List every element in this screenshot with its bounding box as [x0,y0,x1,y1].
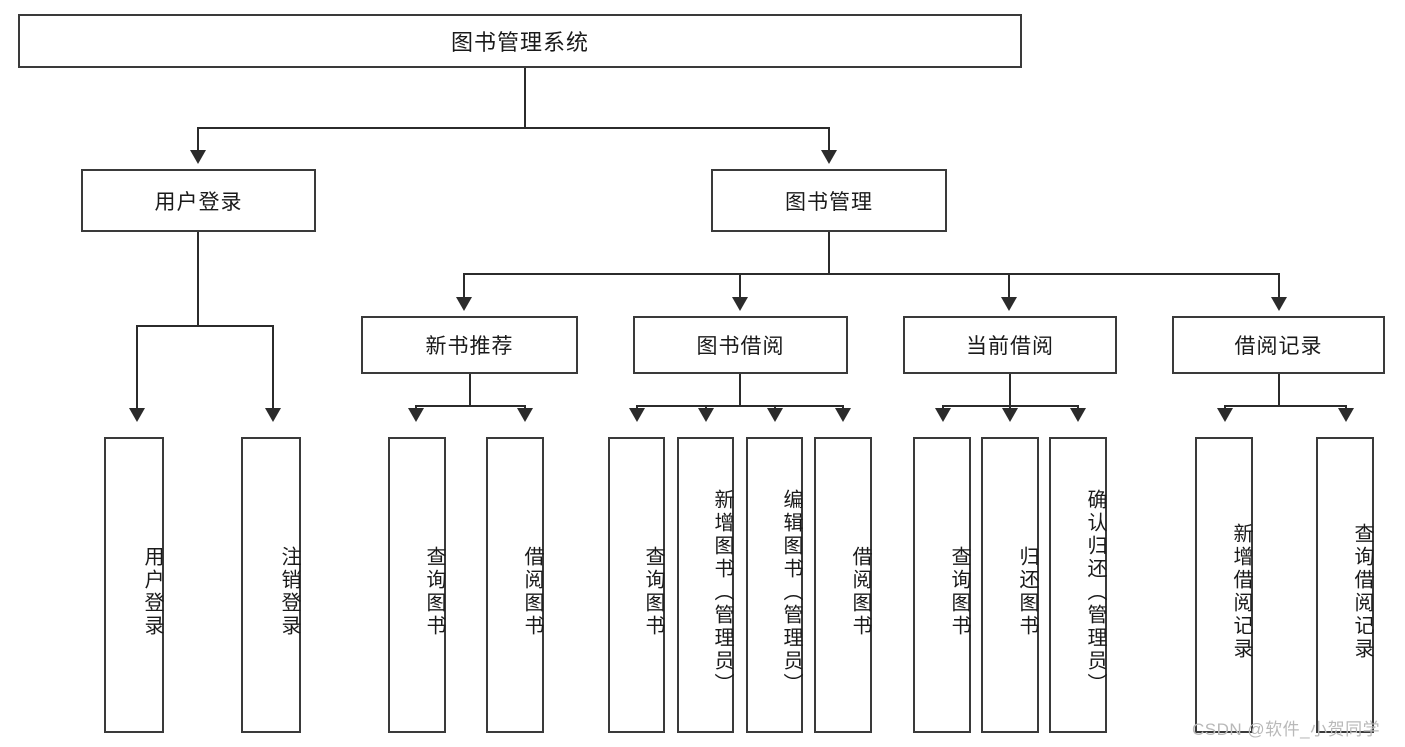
csdn-watermark: CSDN @软件_小贺同学 [1192,720,1381,739]
node-label: 图书管理系统 [450,30,589,55]
node-label: 借阅图书 [849,546,871,638]
arrow-to-leaf-query-record [1338,408,1354,422]
leaf-add-book-admin[interactable]: 新增图书（管理员） [677,437,734,733]
node-label: 新增图书（管理员） [711,488,733,696]
leaf-add-borrow-record[interactable]: 新增借阅记录 [1195,437,1253,733]
edge-user-login-stem [197,232,199,326]
node-user-login[interactable]: 用户登录 [81,169,316,232]
edge-record-stem [1278,374,1280,406]
arrow-to-leaf-edit-book [767,408,783,422]
arrow-to-leaf-return-book [1002,408,1018,422]
node-label: 查询图书 [642,546,664,638]
arrow-to-book-borrow [732,297,748,311]
node-new-book-recommend[interactable]: 新书推荐 [361,316,578,374]
node-label: 新书推荐 [425,335,514,358]
edge-root-bus [197,127,829,129]
node-label: 编辑图书（管理员） [780,488,802,696]
arrow-to-user-login [190,150,206,164]
leaf-return-book[interactable]: 归还图书 [981,437,1039,733]
edge-level3-drop-1 [463,273,465,300]
arrow-to-borrow-record [1271,297,1287,311]
leaf-edit-book-admin[interactable]: 编辑图书（管理员） [746,437,803,733]
arrow-to-new-book-recommend [456,297,472,311]
edge-level3-drop-2 [739,273,741,300]
node-label: 注销登录 [278,546,300,638]
leaf-query-book-recommend[interactable]: 查询图书 [388,437,446,733]
node-borrow-record[interactable]: 借阅记录 [1172,316,1385,374]
node-label: 用户登录 [154,190,243,214]
arrow-to-leaf-logout [265,408,281,422]
arrow-to-leaf-confirm-return [1070,408,1086,422]
node-root-book-management-system[interactable]: 图书管理系统 [18,14,1022,68]
edge-book-management-stem [828,232,830,274]
node-label: 归还图书 [1016,546,1038,638]
edge-user-login-bus [136,325,272,327]
arrow-to-leaf-user-login [129,408,145,422]
edge-record-bus [1224,405,1346,407]
node-book-management[interactable]: 图书管理 [711,169,947,232]
node-label: 图书借阅 [696,335,785,358]
leaf-logout[interactable]: 注销登录 [241,437,301,733]
arrow-to-leaf-add-book [698,408,714,422]
edge-root-drop-2 [828,127,830,153]
edge-recommend-bus [415,405,525,407]
node-book-borrow[interactable]: 图书借阅 [633,316,848,374]
node-current-borrow[interactable]: 当前借阅 [903,316,1117,374]
edge-user-login-drop-1 [136,325,138,410]
arrow-to-leaf-add-record [1217,408,1233,422]
leaf-user-login[interactable]: 用户登录 [104,437,164,733]
edge-root-drop-1 [197,127,199,153]
leaf-query-book-borrow[interactable]: 查询图书 [608,437,665,733]
arrow-to-leaf-query-book-3 [935,408,951,422]
edge-level3-drop-4 [1278,273,1280,300]
edge-level3-drop-3 [1008,273,1010,300]
node-label: 借阅图书 [521,546,543,638]
leaf-query-borrow-record[interactable]: 查询借阅记录 [1316,437,1374,733]
edge-user-login-drop-2 [272,325,274,410]
arrow-to-book-management [821,150,837,164]
arrow-to-leaf-query-book-1 [408,408,424,422]
node-label: 图书管理 [785,190,873,214]
node-label: 确认归还（管理员） [1084,488,1106,696]
edge-borrow-bus [636,405,843,407]
edge-recommend-stem [469,374,471,406]
arrow-to-leaf-borrow-book-2 [835,408,851,422]
leaf-query-book-current[interactable]: 查询图书 [913,437,971,733]
node-label: 新增借阅记录 [1230,523,1252,661]
node-label: 查询借阅记录 [1351,523,1373,661]
node-label: 借阅记录 [1234,335,1323,358]
edge-root-stem [524,68,526,128]
node-label: 当前借阅 [966,335,1054,358]
edge-level3-bus [463,273,1280,275]
node-label: 用户登录 [141,546,163,638]
node-label: 查询图书 [423,546,445,638]
arrow-to-current-borrow [1001,297,1017,311]
leaf-borrow-book-borrow[interactable]: 借阅图书 [814,437,872,733]
leaf-borrow-book-recommend[interactable]: 借阅图书 [486,437,544,733]
arrow-to-leaf-query-book-2 [629,408,645,422]
node-label: 查询图书 [948,546,970,638]
edge-current-stem [1009,374,1011,406]
leaf-confirm-return-admin[interactable]: 确认归还（管理员） [1049,437,1107,733]
edge-borrow-stem [739,374,741,406]
arrow-to-leaf-borrow-book-1 [517,408,533,422]
